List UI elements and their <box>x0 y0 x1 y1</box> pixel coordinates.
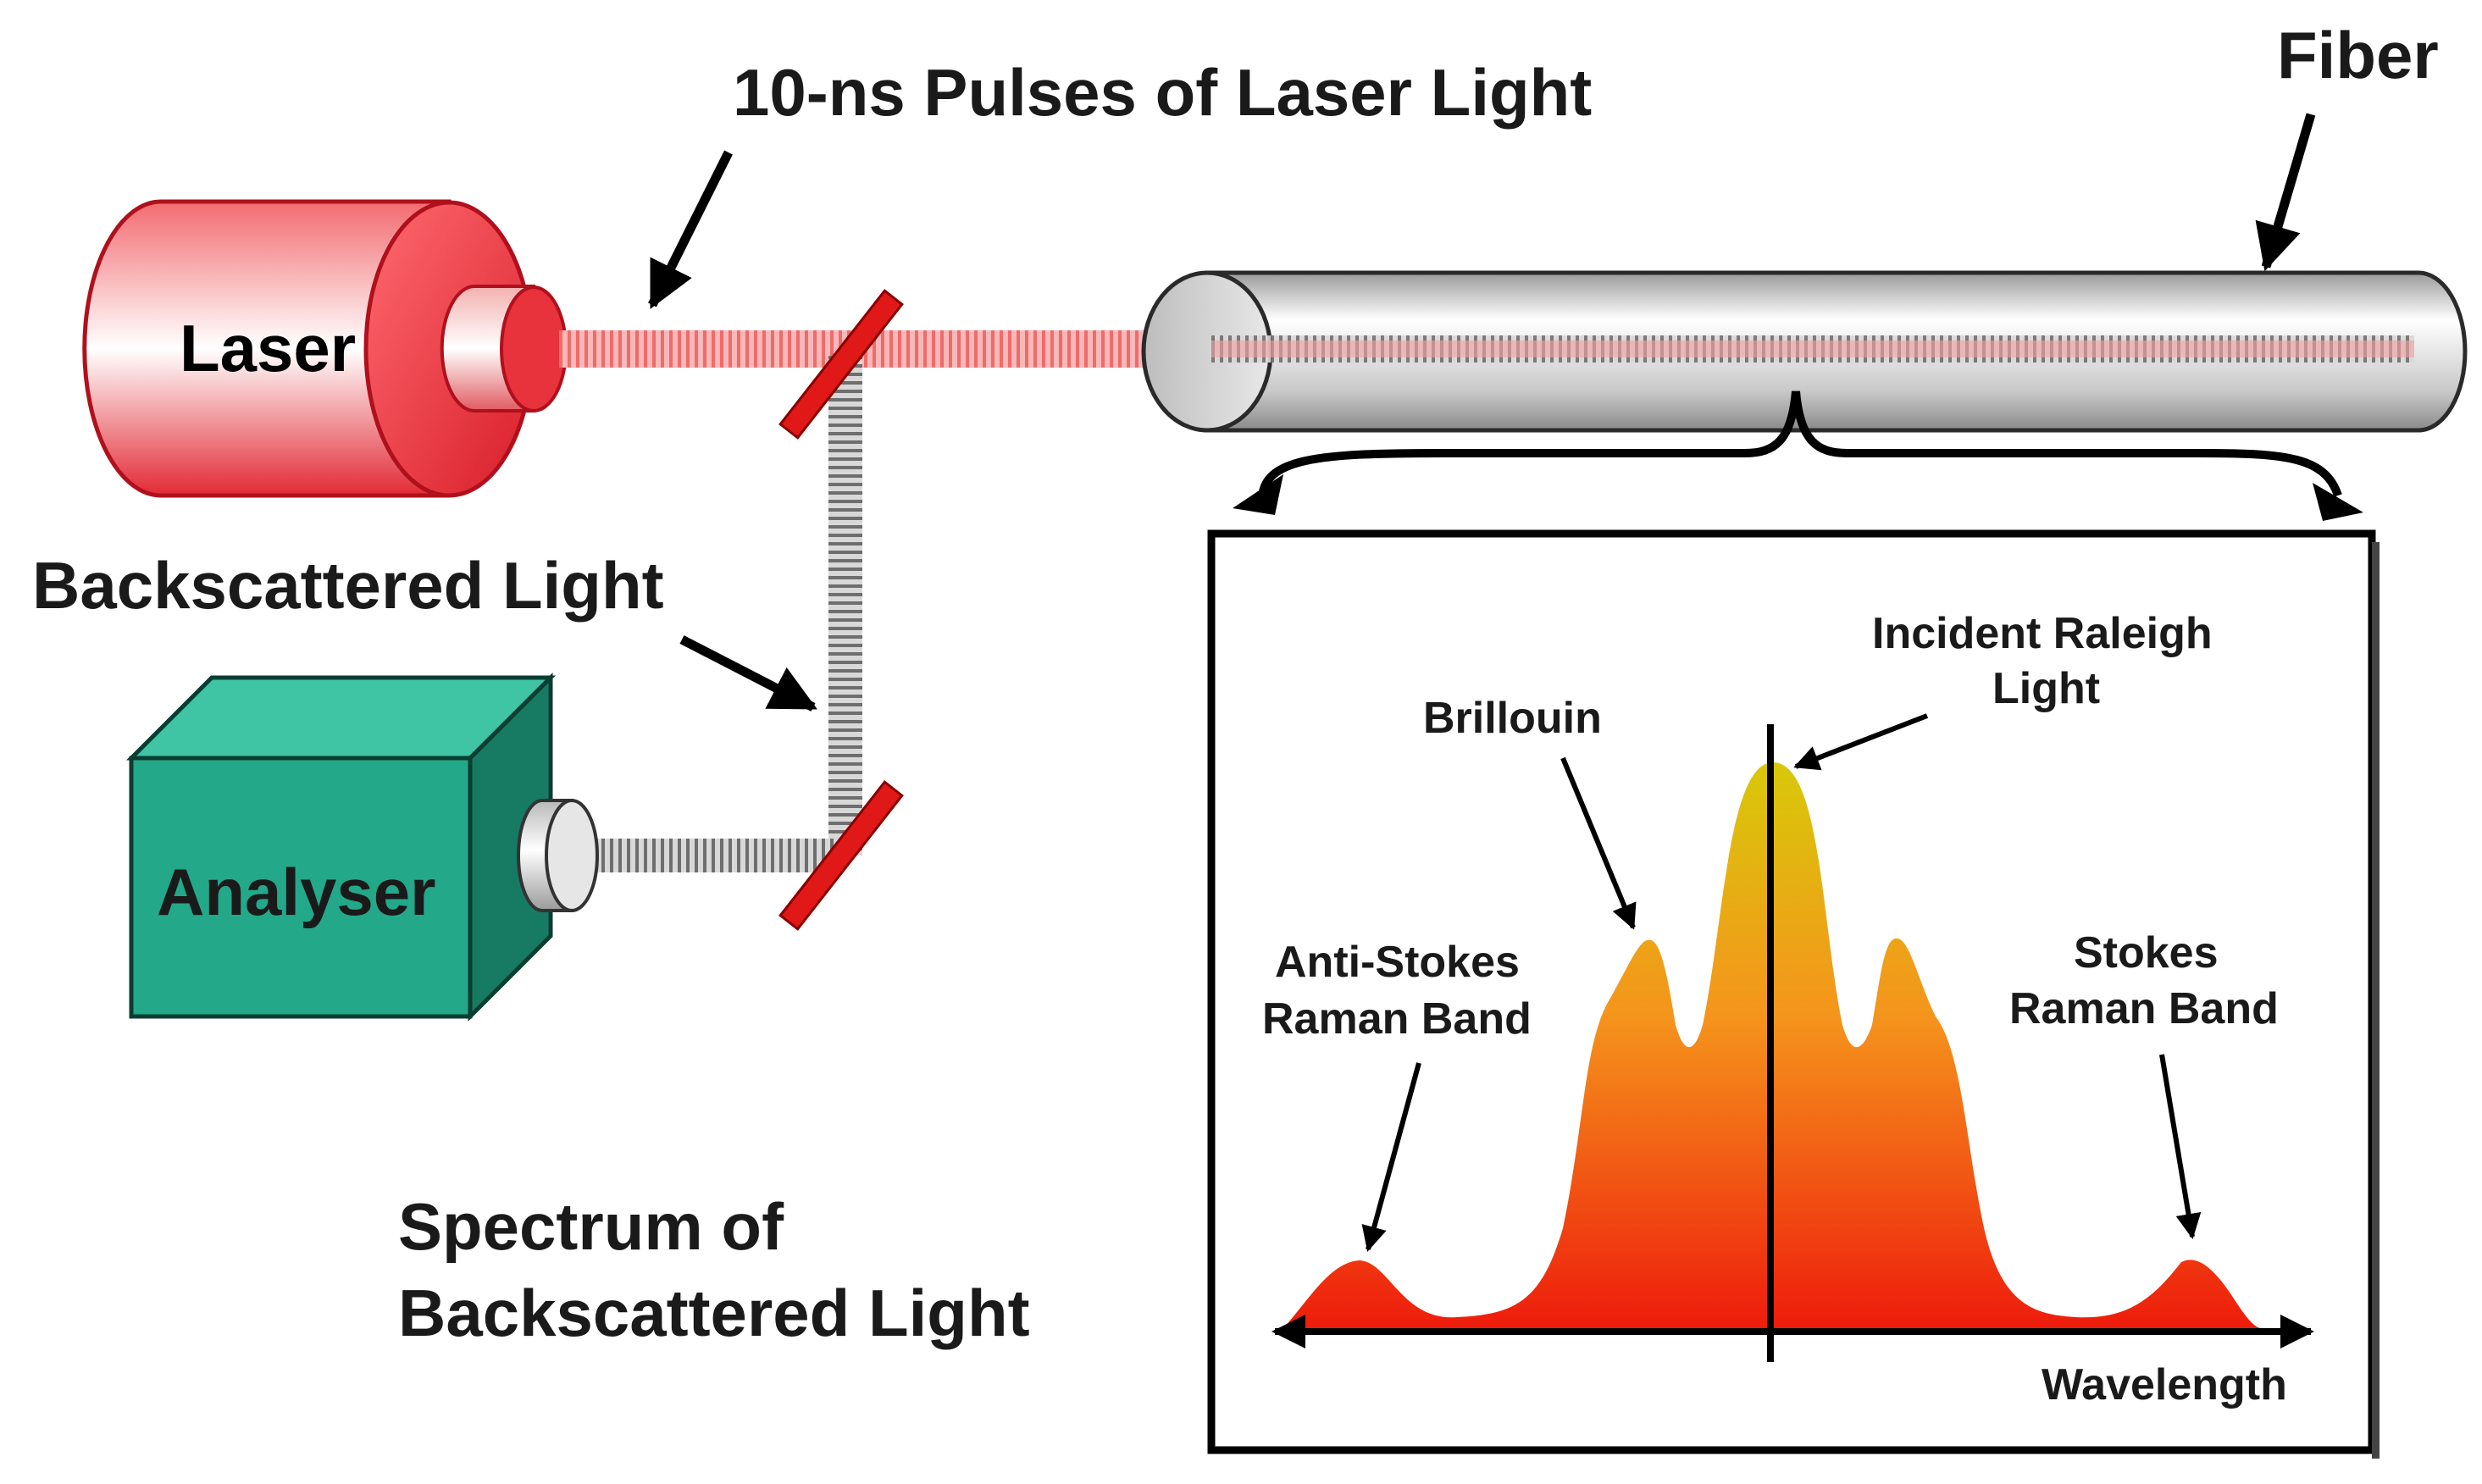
return-beam-horizontal <box>576 839 839 872</box>
backscattered-arrow-icon <box>679 635 817 712</box>
return-beam-vertical <box>828 356 862 856</box>
stokes-arrow-icon <box>2159 1054 2202 1239</box>
laser-icon <box>82 199 568 498</box>
incident-arrow-icon <box>1793 713 1929 771</box>
fiber-label: Fiber <box>2277 18 2439 92</box>
incident-label-line1: Incident Raleigh <box>1872 609 2213 658</box>
brillouin-arrow-icon <box>1560 756 1637 930</box>
fiber-arrow-icon <box>2255 113 2316 272</box>
spectrum-panel-shadow-right <box>2372 542 2380 1459</box>
anti-stokes-arrow-icon <box>1361 1062 1421 1252</box>
anti-stokes-label-line2: Raman Band <box>1262 994 1532 1044</box>
brace-icon <box>1258 390 2342 501</box>
analyser-icon <box>125 672 599 1022</box>
spectrum-label-line1: Spectrum of <box>398 1189 784 1264</box>
wavelength-label: Wavelength <box>2042 1360 2287 1409</box>
pulses-arrow-icon <box>648 150 733 309</box>
laser-label: Laser <box>180 311 356 385</box>
fiber-icon <box>1141 270 2468 433</box>
stokes-label-line1: Stokes <box>2074 928 2219 977</box>
upper-mirror-icon <box>778 289 904 440</box>
incident-label-line2: Light <box>1992 664 2100 713</box>
stokes-label-line2: Raman Band <box>2009 984 2279 1033</box>
anti-stokes-label-line1: Anti-Stokes <box>1275 938 1520 987</box>
analyser-label: Analyser <box>157 855 436 929</box>
brace-left-arrowhead <box>1233 474 1283 515</box>
brace-right-arrowhead <box>2313 483 2363 521</box>
brillouin-label: Brillouin <box>1423 694 1602 743</box>
pulses-label: 10-ns Pulses of Laser Light <box>733 55 1592 130</box>
lower-mirror-icon <box>778 780 904 931</box>
spectrum-label-line2: Backscattered Light <box>398 1276 1030 1350</box>
backscattered-label: Backscattered Light <box>32 548 664 623</box>
